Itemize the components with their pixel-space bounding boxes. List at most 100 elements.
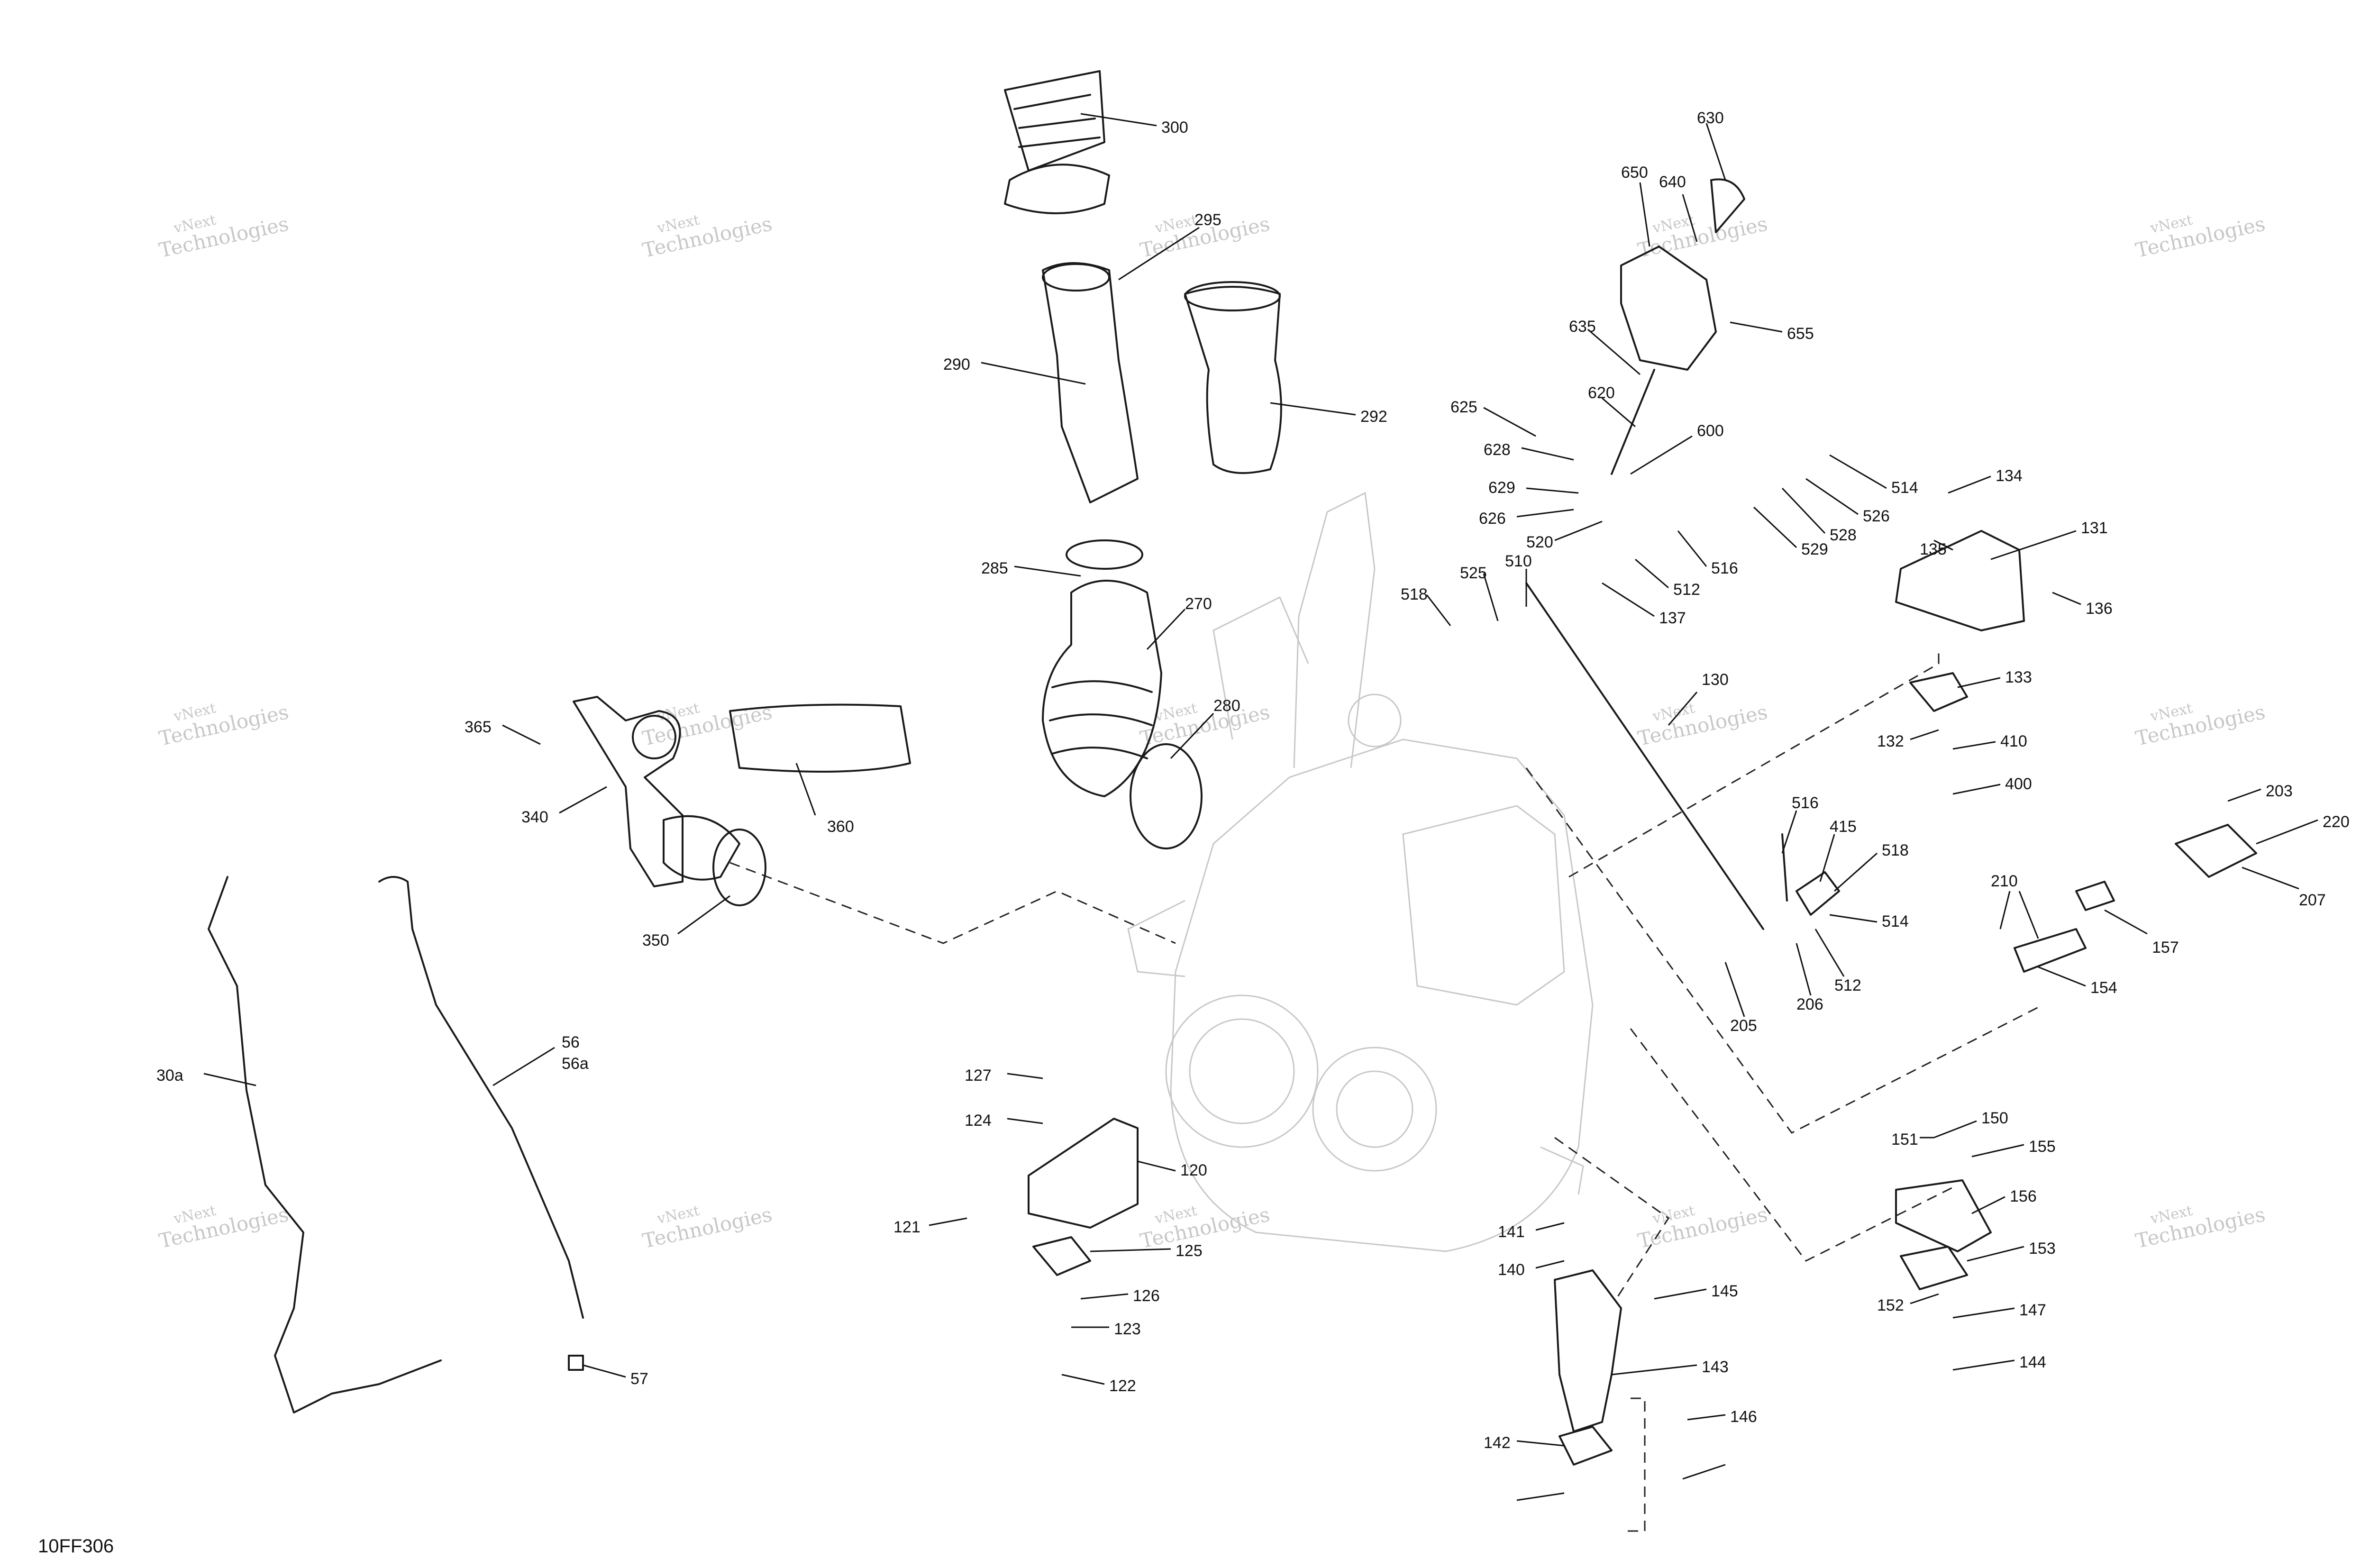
callout-label: 285 — [981, 559, 1008, 577]
callout-label: 410 — [2000, 732, 2027, 750]
clamp-280 — [1130, 743, 1203, 849]
callout-label: 525 — [1460, 564, 1487, 582]
assembly-dashed-lines — [729, 649, 2043, 1532]
callout-label: 207 — [2299, 891, 2326, 909]
bracket-130 — [1895, 530, 2025, 712]
callout-label: 153 — [2029, 1240, 2056, 1258]
callout-label: 140 — [1498, 1261, 1525, 1279]
bracket-150 — [1895, 1179, 1992, 1290]
callout-label: 360 — [827, 818, 854, 836]
hose-56 — [378, 876, 584, 1319]
clip-57 — [568, 1355, 584, 1371]
callout-label: 528 — [1830, 526, 1857, 544]
callout-label: 650 — [1621, 164, 1648, 182]
callout-label: 152 — [1877, 1296, 1904, 1314]
callout-label: 518 — [1401, 585, 1428, 603]
callout-label: 280 — [1213, 697, 1240, 715]
callout-label: 518 — [1882, 841, 1909, 859]
callout-label: 629 — [1488, 479, 1515, 497]
callout-label: 147 — [2019, 1301, 2046, 1319]
callout-label: 134 — [1996, 467, 2023, 485]
callout-label: 630 — [1697, 109, 1724, 127]
callout-label: 127 — [965, 1067, 992, 1085]
callout-label: 270 — [1185, 595, 1212, 613]
engine-mount-120 — [1028, 1118, 1139, 1276]
callout-label: 130 — [1702, 671, 1729, 689]
callout-label: 526 — [1863, 507, 1890, 525]
callout-label: 203 — [2266, 782, 2293, 800]
callout-label: 290 — [943, 356, 970, 374]
callout-label: 124 — [965, 1112, 992, 1130]
callout-label: 400 — [2005, 775, 2032, 793]
callout-label: 625 — [1450, 398, 1477, 416]
callout-label: 512 — [1834, 976, 1861, 994]
callout-label: 56a — [562, 1055, 589, 1073]
callout-label: 220 — [2323, 813, 2350, 831]
callout-label: 206 — [1796, 995, 1823, 1013]
callout-label: 150 — [1981, 1109, 2008, 1127]
clamp-350 — [712, 829, 766, 906]
callout-label: 136 — [2086, 600, 2113, 618]
diagram-reference-code: 10FF306 — [38, 1536, 114, 1557]
hose-30a — [208, 876, 442, 1413]
callout-label: 141 — [1498, 1223, 1525, 1241]
callout-label: 145 — [1711, 1282, 1738, 1300]
callout-label: 210 — [1991, 872, 2018, 890]
callout-label: 626 — [1479, 510, 1506, 528]
lever-400 — [1781, 833, 1840, 916]
callout-label: 655 — [1787, 325, 1814, 343]
callout-label: 120 — [1180, 1161, 1207, 1179]
clamp-285 — [1066, 539, 1143, 570]
callout-label: 57 — [630, 1370, 648, 1388]
sensor-203 — [2175, 824, 2257, 878]
intake-duct-290 — [1042, 262, 1139, 503]
callout-label: 514 — [1891, 479, 1918, 497]
callout-label: 156 — [2010, 1187, 2037, 1205]
callout-label: 155 — [2029, 1138, 2056, 1156]
callout-label: 520 — [1526, 533, 1553, 551]
bracket-210 — [2014, 881, 2115, 973]
callout-label: 415 — [1830, 818, 1857, 836]
callout-label: 137 — [1659, 609, 1686, 627]
callout-label: 514 — [1882, 912, 1909, 930]
callout-label: 121 — [893, 1218, 921, 1236]
callout-label: 295 — [1194, 211, 1221, 229]
callout-label: 516 — [1711, 559, 1738, 577]
callout-label: 157 — [2152, 939, 2179, 957]
callout-label: 628 — [1484, 441, 1511, 459]
callout-label: 123 — [1114, 1320, 1141, 1338]
leader-lines — [203, 113, 2318, 1501]
callout-label: 340 — [521, 808, 548, 826]
callout-label: 56 — [562, 1033, 580, 1051]
callout-label: 131 — [2081, 519, 2108, 537]
callout-label: 146 — [1730, 1408, 1757, 1426]
callout-label: 126 — [1133, 1287, 1160, 1305]
callout-label: 143 — [1702, 1358, 1729, 1376]
support-140 — [1554, 1269, 1622, 1466]
callout-label: 512 — [1673, 581, 1700, 599]
callout-label: 635 — [1569, 318, 1596, 336]
callout-label: 142 — [1484, 1434, 1511, 1452]
callout-label: 600 — [1697, 422, 1724, 440]
shift-plate-650 — [1620, 178, 1745, 371]
air-filter-housing-300 — [1004, 70, 1110, 214]
callout-label: 529 — [1801, 540, 1828, 558]
intake-boot-270 — [1042, 580, 1162, 797]
callout-label: 292 — [1360, 408, 1387, 426]
callout-label: 516 — [1792, 794, 1819, 812]
callout-label: 510 — [1505, 552, 1532, 570]
callout-label: 300 — [1161, 119, 1188, 137]
callout-label: 133 — [2005, 668, 2032, 686]
callout-label: 365 — [465, 718, 492, 736]
callout-label: 154 — [2090, 979, 2117, 997]
